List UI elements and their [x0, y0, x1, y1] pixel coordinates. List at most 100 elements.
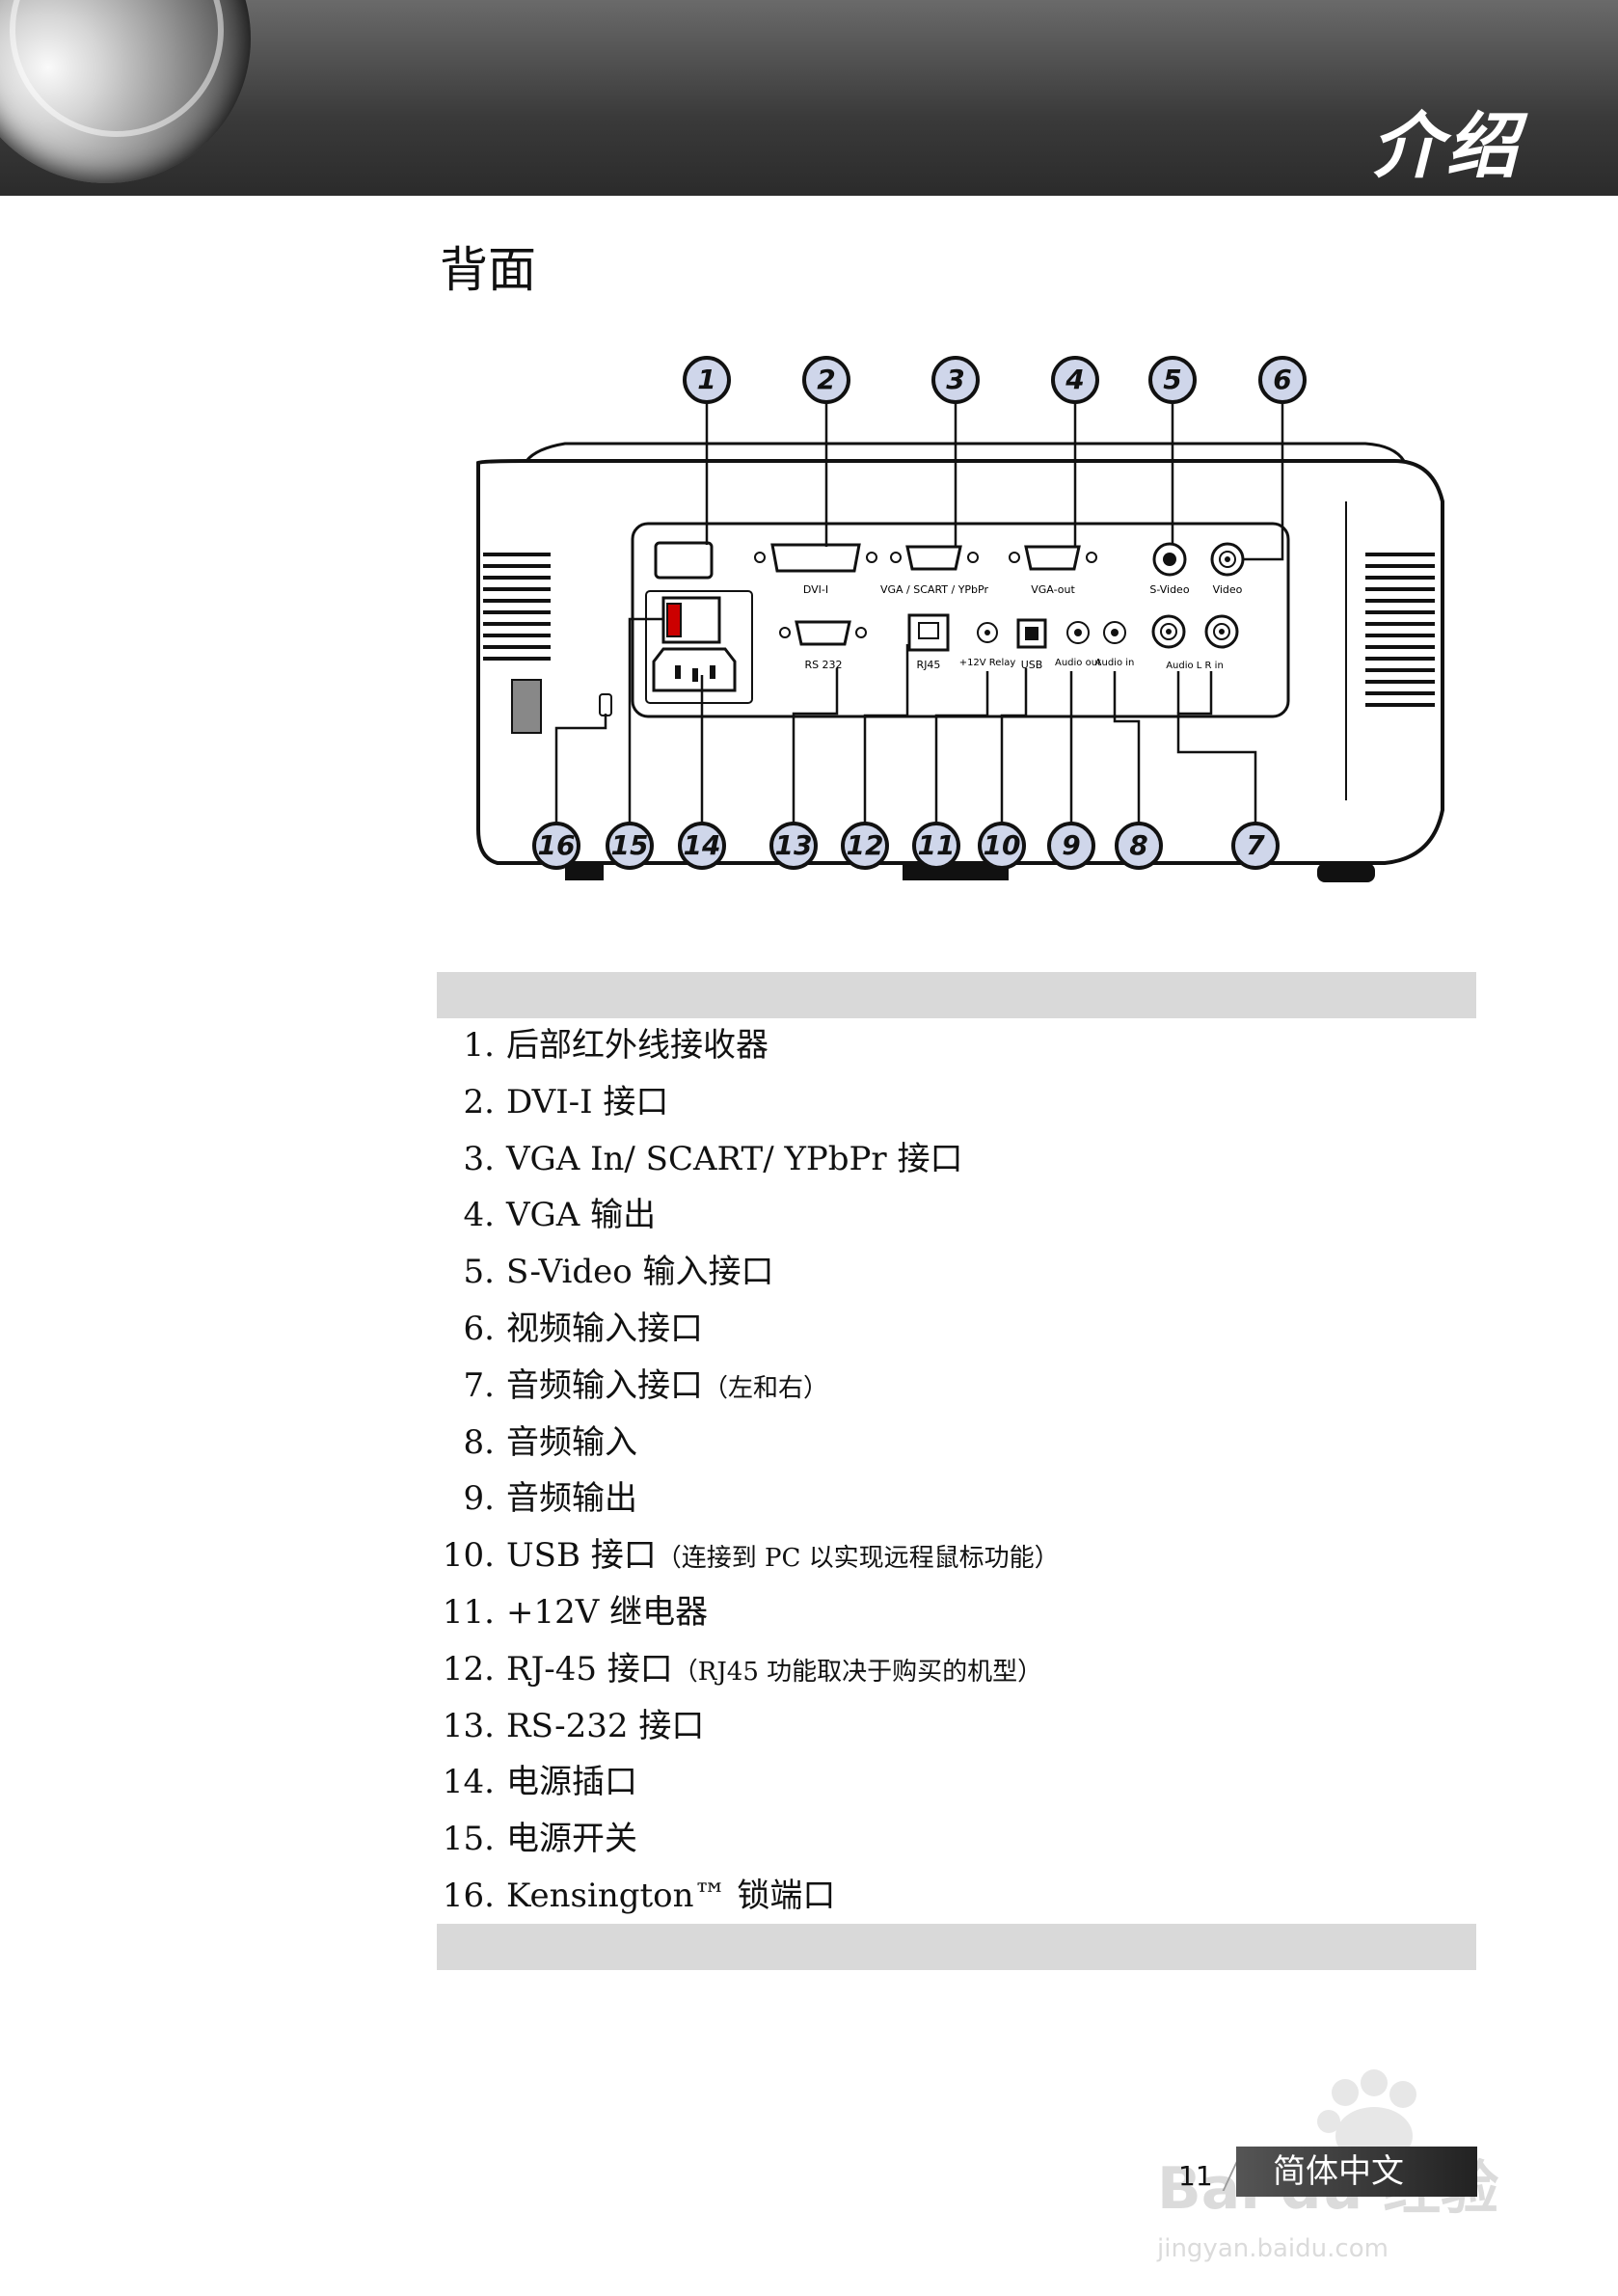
item-text: Kensington™ 锁端口 [506, 1877, 836, 1915]
callout-badge: 15 [606, 822, 654, 870]
vga-out-label: VGA-out [1031, 583, 1075, 596]
item-note: （左和右） [703, 1373, 829, 1403]
list-item: 7. 音频输入接口（左和右） [437, 1359, 828, 1413]
item-number: 15. [442, 1820, 495, 1859]
callout-badge: 5 [1148, 356, 1197, 404]
item-text: 视频输入接口 [506, 1310, 703, 1348]
callout-badge: 1 [683, 356, 731, 404]
list-item: 11. +12V 继电器 [437, 1585, 708, 1639]
rear-panel-diagram: DVI-I VGA / SCART / YPbPr VGA-out S-Vide… [476, 381, 1444, 882]
callout-badge: 14 [678, 822, 726, 870]
item-number: 13. [442, 1706, 495, 1745]
list-item: 14. 电源插口 [437, 1755, 637, 1809]
usb-label: USB [1021, 659, 1043, 671]
power-pin-left [675, 665, 681, 679]
vga-in-label: VGA / SCART / YPbPr [880, 583, 988, 596]
item-number: 6. [463, 1310, 495, 1348]
item-number: 4. [463, 1196, 495, 1235]
list-item: 3. VGA In/ SCART/ YPbPr 接口 [437, 1132, 963, 1186]
rj45-label: RJ45 [917, 659, 941, 671]
item-note: （连接到 PC 以实现远程鼠标功能） [656, 1544, 1060, 1574]
ir-receiver [654, 541, 714, 580]
callout-badge: 12 [841, 822, 889, 870]
item-number: 5. [463, 1253, 495, 1292]
list-item: 15. 电源开关 [437, 1812, 637, 1866]
item-text: 音频输出 [506, 1479, 637, 1519]
vga-in-port [905, 545, 962, 571]
list-footer-bar [437, 1924, 1476, 1970]
item-number: 9. [463, 1479, 495, 1519]
item-text: USB 接口 [506, 1536, 657, 1576]
left-vent [483, 553, 551, 661]
list-item: 4. VGA 输出 [437, 1188, 657, 1242]
callout-badge: 10 [978, 822, 1026, 870]
callout-badge: 11 [912, 822, 960, 870]
item-text: DVI-I 接口 [506, 1082, 669, 1121]
item-number: 8. [463, 1422, 495, 1462]
power-switch-rocker [666, 603, 682, 637]
page-number: 11 [1178, 2160, 1213, 2192]
item-number: 11. [442, 1593, 495, 1632]
power-pin-right [710, 665, 715, 679]
leader-lines [554, 381, 1284, 849]
rs232-label: RS 232 [804, 659, 842, 671]
list-item: 5. S-Video 输入接口 [437, 1245, 774, 1299]
item-text: 后部红外线接收器 [506, 1026, 769, 1065]
callout-badge: 16 [532, 822, 580, 870]
item-text: 电源插口 [506, 1763, 637, 1802]
relay-label: +12V Relay [959, 658, 1016, 668]
callout-badge: 4 [1051, 356, 1099, 404]
power-pin-mid [692, 668, 698, 682]
projector-top-edge [525, 442, 1406, 462]
item-text: VGA 输出 [506, 1196, 657, 1235]
vga-out-port [1024, 545, 1081, 571]
list-item: 9. 音频输出 [437, 1472, 637, 1526]
kensington-slot [599, 693, 612, 716]
list-item: 6. 视频输入接口 [437, 1302, 703, 1356]
list-item: 8. 音频输入 [437, 1416, 637, 1470]
chapter-title: 介绍 [1371, 105, 1522, 188]
item-number: 16. [442, 1877, 495, 1915]
language-tab: 简体中文 [1236, 2147, 1477, 2197]
list-item: 2. DVI-I 接口 [437, 1075, 669, 1129]
left-foot [565, 863, 604, 880]
item-text: 音频输入接口 [506, 1365, 703, 1405]
item-text: +12V 继电器 [506, 1593, 709, 1632]
dvi-label: DVI-I [803, 583, 828, 596]
list-header-bar [437, 972, 1476, 1018]
callout-badge: 2 [802, 356, 850, 404]
dvi-port [770, 543, 861, 573]
item-text: S-Video 输入接口 [506, 1253, 774, 1292]
item-text: VGA In/ SCART/ YPbPr 接口 [506, 1139, 963, 1178]
rj45-port [907, 613, 950, 652]
list-item: 16. Kensington™ 锁端口 [437, 1869, 835, 1923]
section-title: 背面 [440, 242, 536, 298]
item-number: 10. [442, 1536, 495, 1576]
item-number: 3. [463, 1139, 495, 1178]
callout-badge: 7 [1231, 822, 1280, 870]
audio-in-label: Audio in [1095, 658, 1135, 668]
left-vent-slider [511, 679, 542, 734]
item-text: 电源开关 [506, 1820, 637, 1859]
item-number: 14. [442, 1763, 495, 1802]
item-number: 12. [442, 1649, 495, 1688]
audio-lr-label: Audio L R in [1166, 661, 1224, 671]
item-number: 7. [463, 1365, 495, 1405]
list-item: 1. 后部红外线接收器 [437, 1018, 769, 1072]
callout-badge: 9 [1047, 822, 1095, 870]
callout-badge: 3 [931, 356, 980, 404]
item-note: （RJ45 功能取决于购买的机型） [672, 1657, 1043, 1687]
item-text: 音频输入 [506, 1422, 637, 1462]
list-item: 12. RJ-45 接口（RJ45 功能取决于购买的机型） [437, 1642, 1042, 1696]
item-number: 1. [463, 1026, 495, 1065]
right-foot [1317, 863, 1375, 882]
video-label: Video [1213, 583, 1243, 596]
watermark-url: jingyan.baidu.com [1156, 2234, 1389, 2263]
right-vent [1365, 553, 1435, 707]
list-item: 10. USB 接口（连接到 PC 以实现远程鼠标功能） [437, 1528, 1060, 1582]
item-text: RS-232 接口 [506, 1706, 705, 1745]
item-text: RJ-45 接口 [506, 1649, 673, 1688]
page-header: 介绍 [0, 0, 1618, 196]
svideo-label: S-Video [1149, 583, 1189, 596]
item-number: 2. [463, 1082, 495, 1121]
